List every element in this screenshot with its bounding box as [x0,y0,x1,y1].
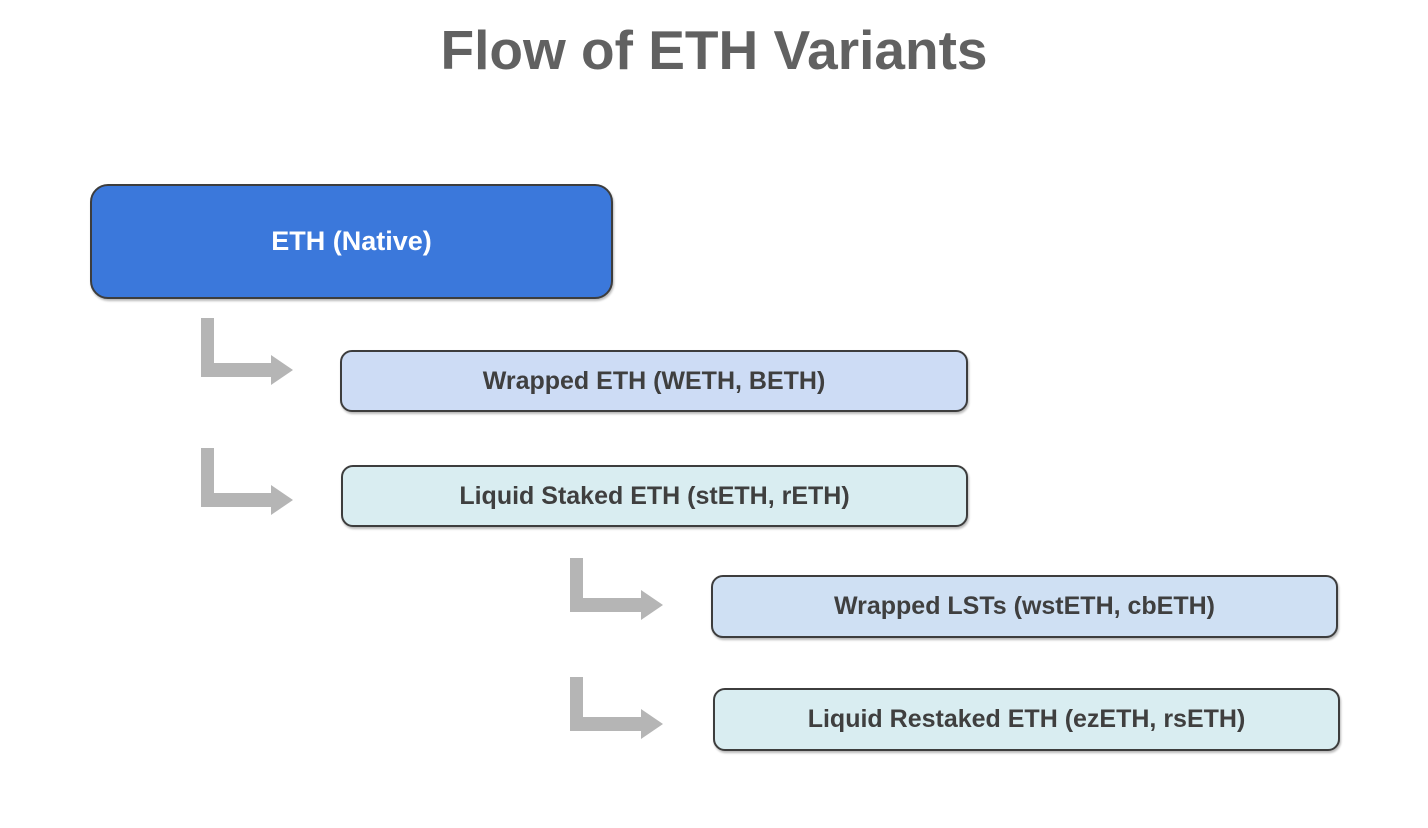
node-label: Wrapped LSTs (wstETH, cbETH) [833,592,1216,620]
node-label: Liquid Restaked ETH (ezETH, rsETH) [807,705,1246,733]
node-liquid-staked-eth: Liquid Staked ETH (stETH, rETH) [341,465,968,527]
node-eth-native: ETH (Native) [90,184,613,299]
node-wrapped-lsts: Wrapped LSTs (wstETH, cbETH) [711,575,1338,638]
node-liquid-restaked-eth: Liquid Restaked ETH (ezETH, rsETH) [713,688,1340,751]
arrow-eth-to-liquid-staked-icon [201,448,293,515]
node-wrapped-eth: Wrapped ETH (WETH, BETH) [340,350,968,412]
node-label: Liquid Staked ETH (stETH, rETH) [459,481,850,510]
arrow-eth-to-wrapped-icon [201,318,293,385]
arrow-staked-to-wrapped-lsts-icon [570,558,663,620]
diagram-title: Flow of ETH Variants [440,19,988,81]
arrow-staked-to-liquid-restaked-icon [570,677,663,739]
node-label: Wrapped ETH (WETH, BETH) [482,366,826,395]
node-label: ETH (Native) [271,226,432,256]
